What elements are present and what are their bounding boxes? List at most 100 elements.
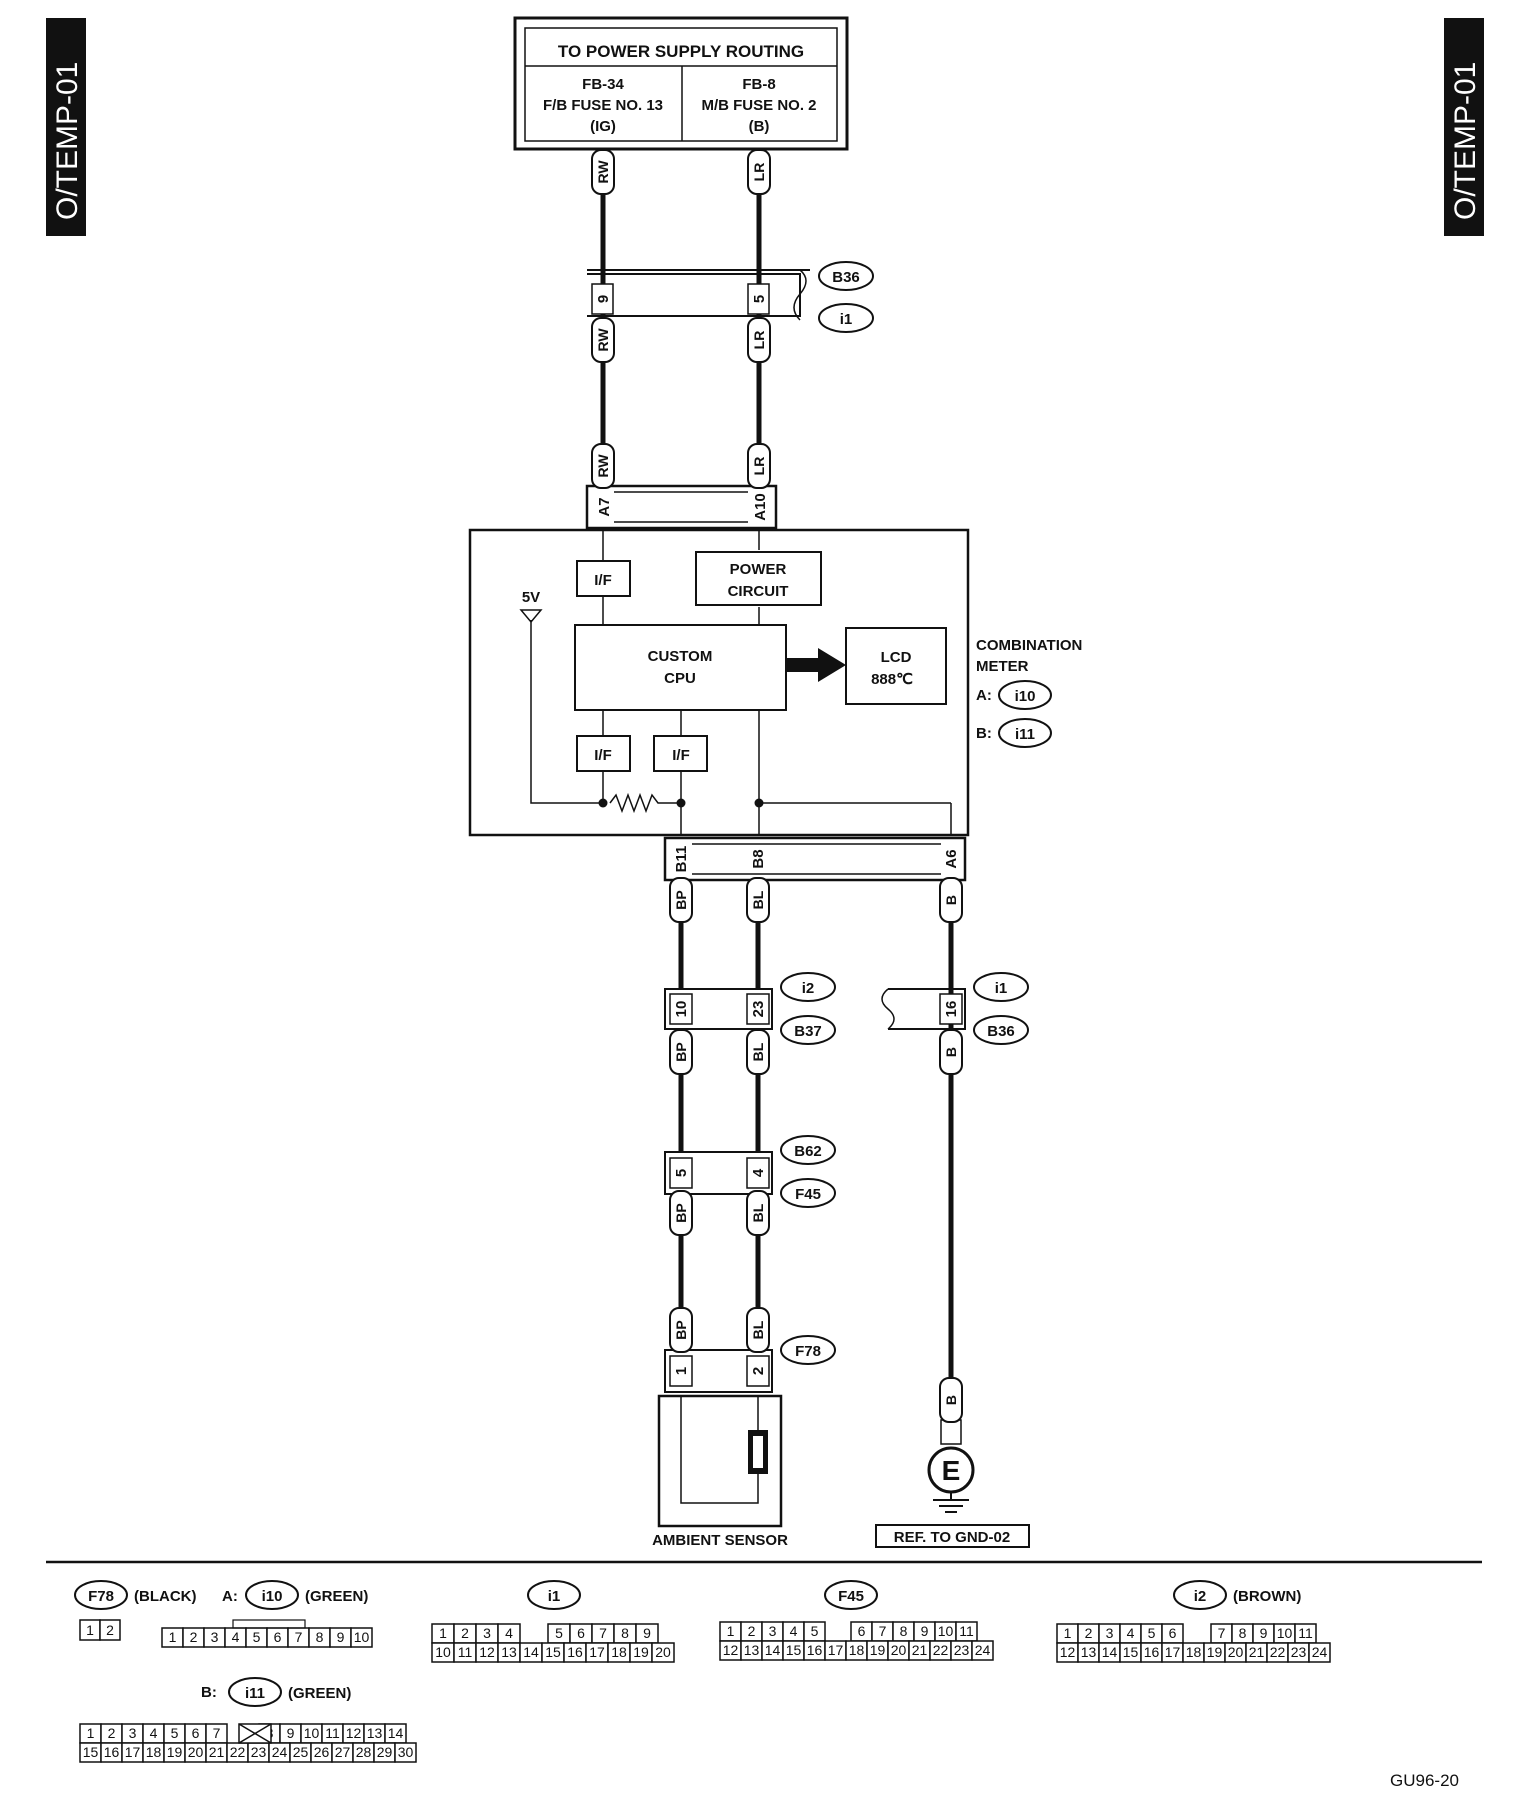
if-bottom-right: I/F [672, 747, 690, 764]
wire-color-tag: LR [747, 149, 771, 195]
pin-cell: 12 [479, 1644, 495, 1660]
pin-cell: 7 [599, 1625, 607, 1641]
pin-b8: B8 [750, 849, 767, 868]
wire-color-label: BP [673, 890, 689, 909]
pin-2: 2 [750, 1367, 767, 1375]
connector-tag: i1 [973, 972, 1029, 1002]
pin-cell: 14 [388, 1725, 404, 1741]
connector-tag-label: B62 [794, 1143, 822, 1160]
pin-cell: 4 [790, 1623, 798, 1639]
pin-cell: 6 [1169, 1625, 1177, 1641]
pin-cell: 24 [975, 1642, 991, 1658]
pin-cell: 8 [316, 1629, 324, 1645]
pin-cell: 25 [293, 1744, 309, 1760]
connector-tag: B36 [818, 261, 874, 291]
connector-tag-label: B36 [832, 269, 860, 286]
pin-cell: 4 [505, 1625, 513, 1641]
pin-cell: 2 [748, 1623, 756, 1639]
pin-23: 23 [750, 1001, 767, 1018]
pin-cell: 1 [87, 1725, 95, 1741]
pin-5-upper: 5 [751, 295, 768, 303]
pin-cell: 13 [1081, 1644, 1097, 1660]
pin-cell: 11 [325, 1725, 340, 1741]
pin-cell: 19 [167, 1744, 183, 1760]
connector-tag: i2 [780, 972, 836, 1002]
pin-cell: 19 [633, 1644, 649, 1660]
pin-cell: 1 [1064, 1625, 1072, 1641]
pin-a10: A10 [752, 493, 769, 521]
pin-cell: 18 [1186, 1644, 1202, 1660]
wire-color-label: RW [595, 328, 611, 352]
connector-b36-i1-upper: 9 5 [587, 269, 810, 321]
pin-cell: 5 [1148, 1625, 1156, 1641]
wire-color-label: BL [750, 1320, 766, 1339]
pin-1: 1 [673, 1367, 690, 1375]
pin-cell: 26 [314, 1744, 330, 1760]
wire-color-tag: BL [746, 877, 770, 923]
pin-cell: 8 [900, 1623, 908, 1639]
legend-f78-color: (BLACK) [134, 1588, 196, 1605]
side-tab-right: O/TEMP-01 [1444, 18, 1484, 236]
combination-meter: 5V I/F POWER CIRCUIT CUSTOM CPU LCD 888℃… [468, 528, 970, 837]
meter-b-prefix: B: [976, 725, 992, 742]
wire-color-label: LR [751, 163, 767, 182]
pin-10: 10 [673, 1001, 690, 1018]
pin-cell: 1 [727, 1623, 735, 1639]
pin-cell: 7 [879, 1623, 887, 1639]
pin-cell: 22 [1270, 1644, 1286, 1660]
wire-color-label: BP [673, 1203, 689, 1222]
pin-cell: 14 [1102, 1644, 1118, 1660]
wire-color-label: LR [751, 331, 767, 350]
pin-cell: 3 [129, 1725, 137, 1741]
pin-cell: 4 [232, 1629, 240, 1645]
cpu-l1: CUSTOM [648, 648, 713, 665]
fuse-left-line1: FB-34 [582, 76, 624, 93]
pin-cell: 15 [786, 1642, 802, 1658]
fuse-right-line1: FB-8 [742, 76, 775, 93]
wire-color-tag: BL [746, 1307, 770, 1353]
cpu-l2: CPU [664, 670, 696, 687]
pin-cell: 4 [1127, 1625, 1135, 1641]
ground-ref: REF. TO GND-02 [894, 1529, 1010, 1546]
connector-tag-label: F78 [795, 1343, 821, 1360]
legend-f45: F45 [838, 1588, 864, 1605]
pin-cell: 7 [1218, 1625, 1226, 1641]
connector-tag-label: i1 [840, 311, 853, 328]
wire-color-label: LR [751, 457, 767, 476]
pin-cell: 2 [108, 1725, 116, 1741]
connector-i1-b36-lower: 16 [881, 988, 966, 1030]
connector-tag-label: i1 [995, 980, 1008, 997]
pin-cell: 11 [959, 1623, 974, 1639]
wire-color-tag: LR [747, 317, 771, 363]
pin-16: 16 [943, 1001, 960, 1018]
pin-cell: 20 [891, 1642, 907, 1658]
pin-cell: 2 [106, 1622, 114, 1638]
connector-tag: B36 [973, 1015, 1029, 1045]
pin-cell: 17 [125, 1744, 141, 1760]
pin-cell: 11 [1298, 1625, 1313, 1641]
side-tab-right-text: O/TEMP-01 [1449, 62, 1482, 220]
pin-cell: 5 [811, 1623, 819, 1639]
wire-color-label: BL [750, 1203, 766, 1222]
pin-cell: 6 [192, 1725, 200, 1741]
connector-i2-b37: 10 23 [664, 988, 773, 1030]
pin-cell: 18 [146, 1744, 162, 1760]
arrow-icon [818, 648, 846, 682]
pin-cell: 6 [577, 1625, 585, 1641]
fuse-right-line3: (B) [749, 118, 770, 135]
wire-color-tag: RW [591, 317, 615, 363]
legend-i11-prefix: B: [201, 1684, 217, 1701]
pin-cell: 11 [458, 1644, 473, 1660]
connector-tag-label: F45 [795, 1186, 821, 1203]
pin-cell: 7 [213, 1725, 221, 1741]
pin-a6: A6 [943, 849, 960, 868]
pin-cell: 9 [1260, 1625, 1268, 1641]
ground-symbol: E [942, 1455, 961, 1486]
pin-a7: A7 [596, 497, 613, 516]
pin-cell: 10 [1277, 1625, 1293, 1641]
